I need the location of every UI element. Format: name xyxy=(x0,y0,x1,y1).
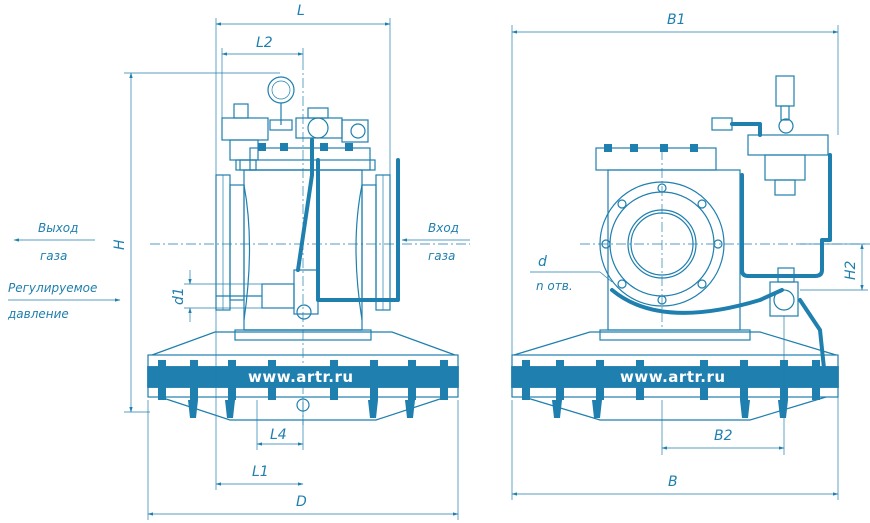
front-view: www.artr.ru xyxy=(147,60,470,425)
dim-d: d xyxy=(538,254,547,270)
dim-B1: B1 xyxy=(667,12,686,28)
regulated-label-1: Регулируемое xyxy=(8,281,97,295)
outlet-label-1: Выход xyxy=(38,221,78,235)
outlet-label-2: газа xyxy=(40,249,67,263)
dim-D: D xyxy=(296,494,307,510)
holes-count: n отв. xyxy=(536,279,573,293)
dim-H2: H2 xyxy=(843,260,859,280)
dim-L: L xyxy=(297,3,305,19)
dim-L4: L4 xyxy=(270,427,287,443)
dim-B: B xyxy=(668,474,678,490)
inlet-label-2: газа xyxy=(428,249,455,263)
inlet-label-1: Вход xyxy=(428,221,459,235)
side-view-dimensions: B1 H2 d n отв. B2 B xyxy=(511,12,868,500)
front-view-dimensions: L L2 H d1 L4 L1 D Выход газа Вхо xyxy=(7,3,470,520)
dim-B2: B2 xyxy=(714,428,733,444)
watermark-left: www.artr.ru xyxy=(248,368,354,386)
regulated-label-2: давление xyxy=(7,307,69,321)
watermark-right: www.artr.ru xyxy=(620,368,726,386)
dim-d1: d1 xyxy=(171,287,187,305)
dim-H: H xyxy=(112,239,128,250)
dim-L2: L2 xyxy=(256,35,273,51)
side-view: www.artr.ru xyxy=(511,75,870,421)
dim-L1: L1 xyxy=(252,464,269,480)
